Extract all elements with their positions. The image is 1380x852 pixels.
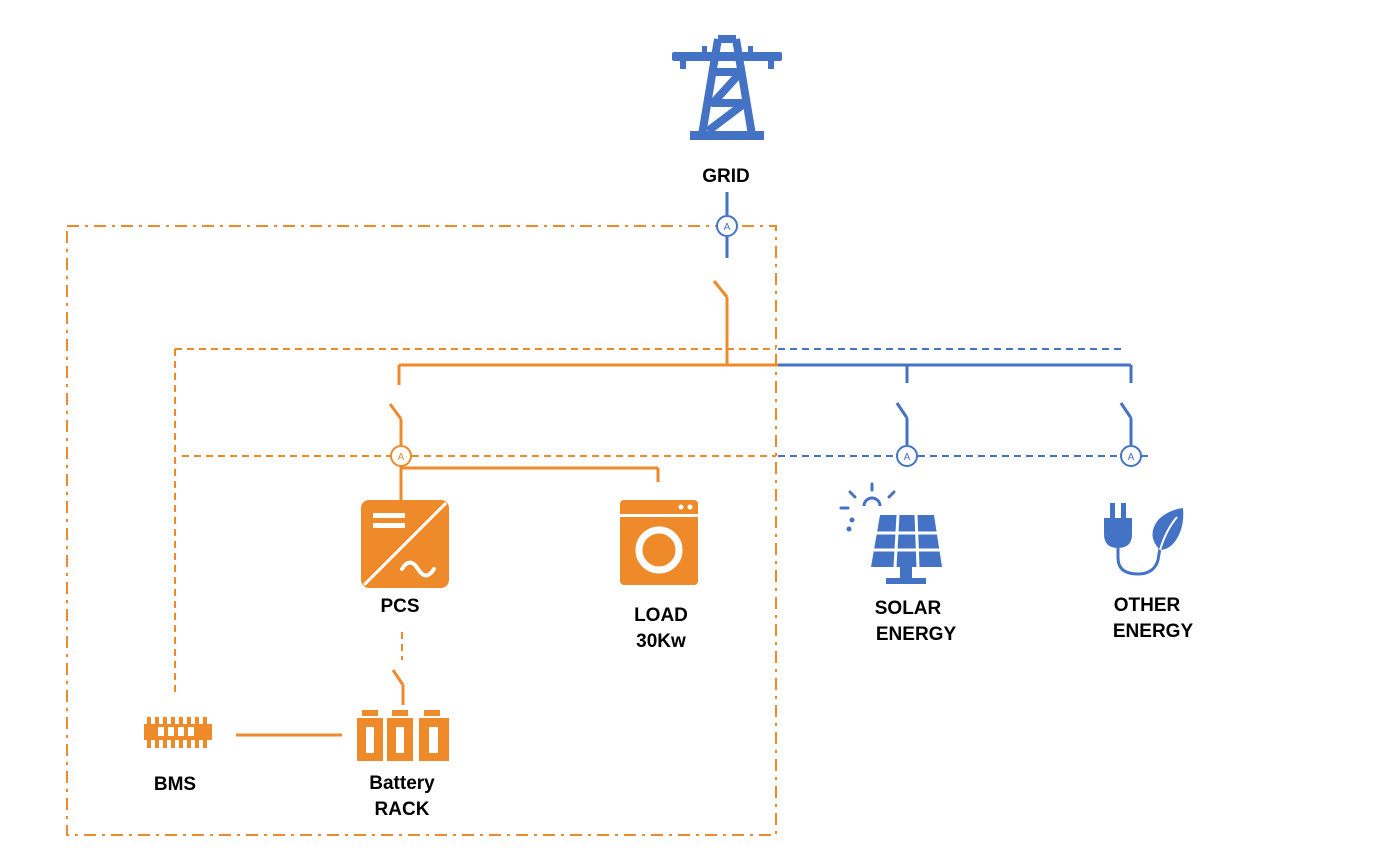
battery-rack-label: RACK (375, 799, 430, 820)
battery-rack-icon (357, 710, 449, 761)
load-label: LOAD (634, 605, 688, 626)
ess-boundary (66, 225, 777, 836)
orange-comm-lines (174, 348, 776, 697)
meter-letter: A (398, 452, 405, 463)
plug-leaf-icon (1104, 503, 1184, 576)
solar-label: SOLAR (875, 598, 942, 619)
transmission-tower-icon (672, 35, 782, 140)
battery-label: Battery (369, 773, 435, 794)
meter-letter: A (904, 452, 911, 463)
blue-power-bus (778, 363, 1133, 445)
load-capacity-label: 30Kw (636, 631, 686, 652)
orange-power-bus (236, 280, 778, 737)
solar-panel-icon (839, 482, 942, 584)
grid-label: GRID (702, 166, 750, 187)
other-meter-icon: A (1120, 445, 1142, 467)
inverter-icon (361, 500, 449, 588)
blue-comm-lines (778, 348, 1148, 457)
other-energy-label: ENERGY (1113, 621, 1194, 642)
grid-meter-icon: A (716, 215, 738, 237)
solar-energy-label: ENERGY (876, 624, 957, 645)
solar-meter-icon: A (896, 445, 918, 467)
meter-letter: A (1128, 452, 1135, 463)
ess-meter-icon: A (390, 445, 412, 467)
bms-label: BMS (154, 774, 196, 795)
washing-machine-icon (620, 500, 698, 585)
pcs-label: PCS (380, 596, 419, 617)
meter-letter: A (724, 222, 731, 233)
other-label: OTHER (1114, 595, 1181, 616)
bms-module-icon (144, 717, 212, 748)
